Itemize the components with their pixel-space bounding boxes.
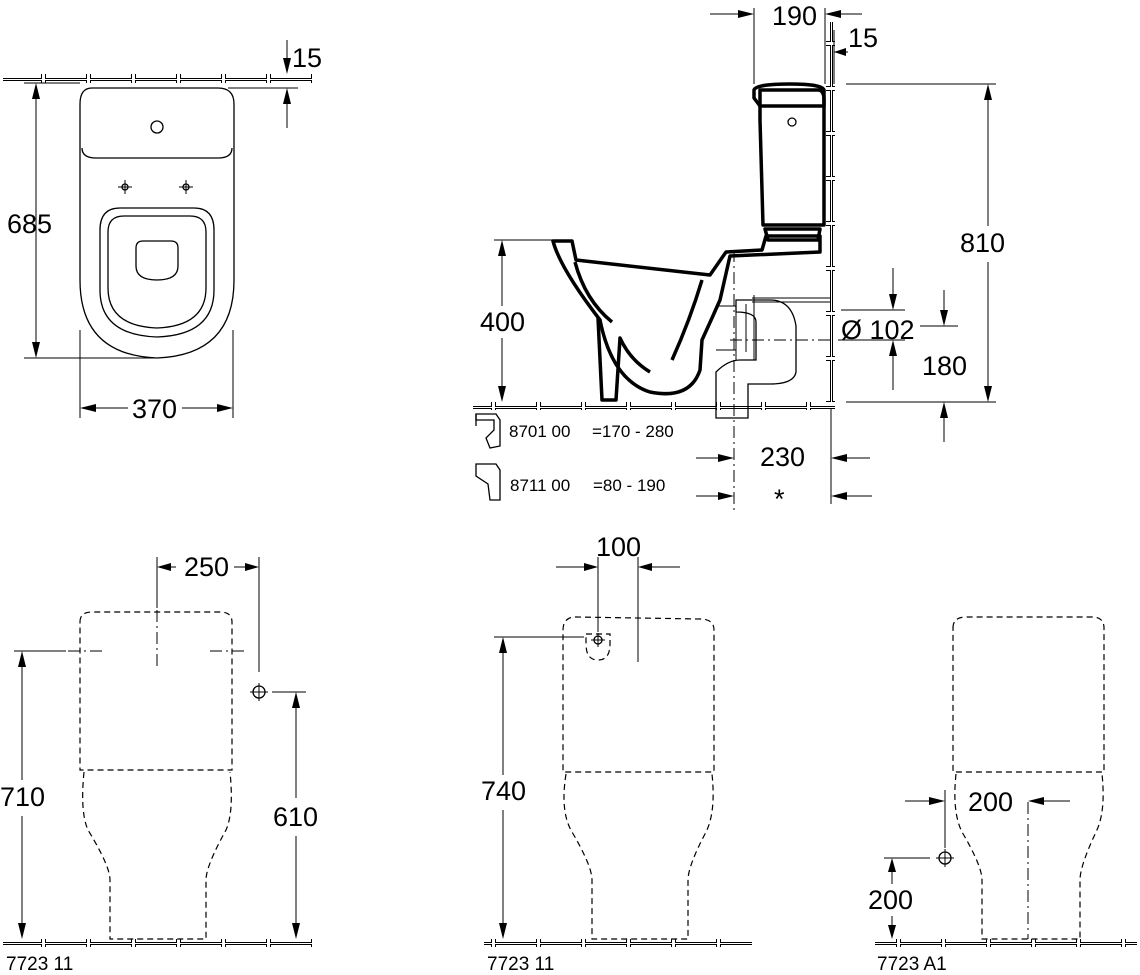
floor-strip (3, 939, 315, 947)
dim-total-height-810: 810 (960, 228, 1005, 258)
dim-tank-depth-190: 190 (772, 1, 817, 31)
dim-outlet-height-180: 180 (922, 351, 967, 381)
bowl-inner-curve (573, 261, 614, 324)
outlet-pipe (715, 295, 830, 419)
bowl-profile (551, 234, 822, 396)
toilet-front-dashed (79, 611, 233, 771)
model-code-1: 7723 11 (6, 954, 73, 975)
flush-button-icon (787, 117, 797, 127)
accessory-range-2: =80 - 190 (593, 476, 665, 495)
seat-inner (107, 215, 207, 329)
asterisk-note: * (774, 484, 785, 514)
top-view: 685 370 15 (3, 40, 322, 424)
dim-wall-gap-15: 15 (292, 43, 322, 73)
toilet-front-dashed (952, 616, 1105, 773)
dim-bowl-height-400: 400 (480, 307, 525, 337)
dim-offset-200: 200 (968, 787, 1013, 817)
pipe-bend-icon (475, 463, 501, 501)
cistern (758, 88, 826, 227)
flush-button-icon (150, 120, 164, 134)
seat-outer (99, 207, 215, 338)
front-view-2: 100 740 7723 11 (481, 532, 752, 975)
dim-height-200: 200 (868, 885, 913, 915)
floor-strip (484, 939, 752, 947)
floor-strip (473, 402, 835, 410)
floor-strip (875, 939, 1137, 947)
fixing-marker-icon (179, 180, 193, 194)
tank-lid-outline (81, 147, 233, 159)
pipe-bend-icon (475, 413, 501, 449)
wall-strip (826, 22, 835, 402)
toilet-front-dashed (562, 616, 715, 773)
pedestal (596, 317, 651, 402)
trap-line (670, 279, 704, 361)
model-code-3: 7723 A1 (877, 954, 947, 975)
dim-pipe-diameter: Ø 102 (841, 315, 915, 345)
dim-spacing-100: 100 (596, 532, 641, 562)
water-connection-icon (250, 683, 268, 701)
fixing-marker-icon (118, 180, 132, 194)
dim-height-710: 710 (0, 782, 45, 812)
accessory-code-2: 8711 00 (510, 476, 570, 495)
accessory-code-1: 8701 00 (509, 422, 570, 441)
accessory-range-1: =170 - 280 (592, 422, 674, 441)
dim-outlet-distance-230: 230 (760, 442, 805, 472)
toilet-top-outline (79, 87, 235, 359)
dim-wall-gap-15: 15 (848, 23, 878, 53)
water-connection-icon (591, 633, 605, 647)
dim-height-740: 740 (481, 776, 526, 806)
front-view-3: 200 200 7723 A1 (868, 616, 1137, 975)
bowl-opening (135, 240, 179, 281)
wall-strip (3, 74, 315, 83)
dim-height-610: 610 (273, 802, 318, 832)
dim-spacing-250: 250 (184, 552, 229, 582)
water-connection-icon (936, 849, 954, 867)
cistern-lid (752, 82, 826, 108)
dim-width-370: 370 (132, 394, 177, 424)
side-view: 190 15 810 400 Ø 102 180 (473, 1, 1005, 514)
front-view-1: 250 710 610 7723 11 (0, 552, 318, 975)
dim-depth-685: 685 (7, 209, 52, 239)
model-code-2: 7723 11 (487, 954, 554, 975)
